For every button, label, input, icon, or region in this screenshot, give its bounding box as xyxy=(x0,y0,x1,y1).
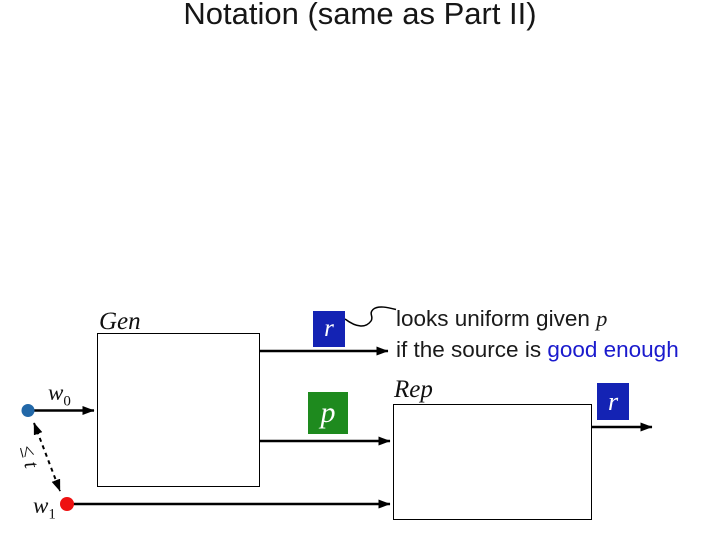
slide-title: Notation (same as Part II) xyxy=(183,0,537,31)
w0-subscript: 0 xyxy=(63,393,71,410)
note-line1-var-p: p xyxy=(596,306,608,331)
w1-base: w xyxy=(33,493,49,518)
p-value-box: p xyxy=(308,392,348,434)
r-value-box-rep: r xyxy=(597,383,629,420)
w0-dot xyxy=(21,404,35,417)
gen-label: Gen xyxy=(99,308,141,335)
w1-dot xyxy=(60,497,74,511)
note-line2-text: if the source is xyxy=(396,337,548,362)
w1-subscript: 1 xyxy=(48,506,56,523)
w1-label: w1 xyxy=(33,493,56,522)
gen-box xyxy=(97,333,260,487)
note-line2-highlight: good enough xyxy=(547,337,679,362)
annotation-note: looks uniform given p if the source is g… xyxy=(396,303,720,365)
callout-squiggle-connector xyxy=(344,306,397,327)
w0-base: w xyxy=(48,380,64,405)
w0-label: w0 xyxy=(48,380,71,409)
note-line-2: if the source is good enough xyxy=(396,334,720,365)
rep-box xyxy=(393,404,592,520)
rep-label: Rep xyxy=(394,376,433,403)
note-line1-text: looks uniform given xyxy=(396,306,597,331)
note-line-1: looks uniform given p xyxy=(396,303,720,334)
r-value-box-gen: r xyxy=(313,311,345,347)
